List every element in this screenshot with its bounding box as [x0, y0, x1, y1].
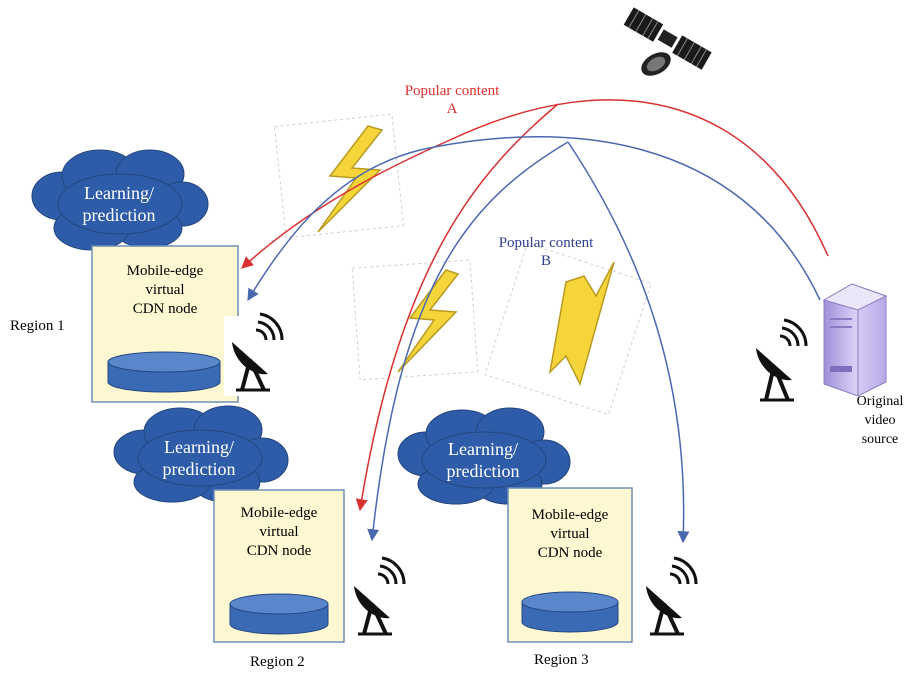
- cdn-node-label-region2: Mobile-edge virtual CDN node: [216, 504, 342, 561]
- source-line1: Original: [856, 394, 904, 409]
- learning-line2: prediction: [162, 459, 236, 479]
- cdn-line2: virtual: [145, 282, 185, 298]
- popular-b-line1: Popular content: [498, 235, 594, 251]
- popular-a-line1: Popular content: [404, 83, 500, 99]
- learning-line1: Learning/: [84, 183, 154, 203]
- satellite-icon: [623, 7, 712, 76]
- cloud-region1: [31, 149, 209, 251]
- cdn-line1: Mobile-edge: [531, 507, 609, 523]
- cdn-node-label-region3: Mobile-edge virtual CDN node: [510, 506, 630, 563]
- blue-arrows: [247, 136, 821, 544]
- cdn-node-region2: [213, 489, 345, 643]
- cdn-node-label-region1: Mobile-edge virtual CDN node: [96, 262, 234, 319]
- cloud-label-region3: Learning/ prediction: [416, 438, 550, 482]
- lightning-icon-1: [273, 113, 405, 239]
- region-3-label: Region 3: [534, 652, 589, 668]
- cdn-line3: CDN node: [537, 545, 603, 561]
- antenna-icon-region3: [638, 556, 700, 640]
- cdn-line3: CDN node: [132, 301, 198, 317]
- popular-b-line2: B: [540, 253, 551, 269]
- lightning-icon-3: [484, 242, 652, 416]
- lightning-icon-2: [351, 259, 479, 381]
- server-icon: [822, 283, 888, 397]
- region-1-label: Region 1: [10, 318, 65, 334]
- antenna-icon-region2: [346, 556, 408, 640]
- learning-line2: prediction: [82, 205, 156, 225]
- popular-content-b-label: Popular content B: [478, 234, 614, 270]
- popular-content-a-label: Popular content A: [384, 82, 520, 118]
- popular-a-line2: A: [446, 101, 458, 117]
- cdn-node-region3: [507, 487, 633, 643]
- antenna-icon-source: [748, 318, 810, 406]
- cloud-region2: [113, 405, 289, 503]
- learning-line1: Learning/: [164, 437, 234, 457]
- source-line2: video: [864, 413, 896, 428]
- cdn-line2: virtual: [550, 526, 590, 542]
- cdn-line2: virtual: [259, 524, 299, 540]
- cloud-label-region2: Learning/ prediction: [132, 436, 266, 480]
- cdn-node-region1: [91, 245, 239, 403]
- cdn-line1: Mobile-edge: [126, 263, 204, 279]
- learning-line2: prediction: [446, 461, 520, 481]
- learning-line1: Learning/: [448, 439, 518, 459]
- region-2-label: Region 2: [250, 654, 305, 670]
- cdn-line1: Mobile-edge: [240, 505, 318, 521]
- cdn-line3: CDN node: [246, 543, 312, 559]
- antenna-icon-region1: [224, 312, 286, 396]
- source-line3: source: [861, 432, 899, 447]
- cloud-label-region1: Learning/ prediction: [52, 182, 186, 226]
- original-video-source-label: Original video source: [848, 392, 912, 449]
